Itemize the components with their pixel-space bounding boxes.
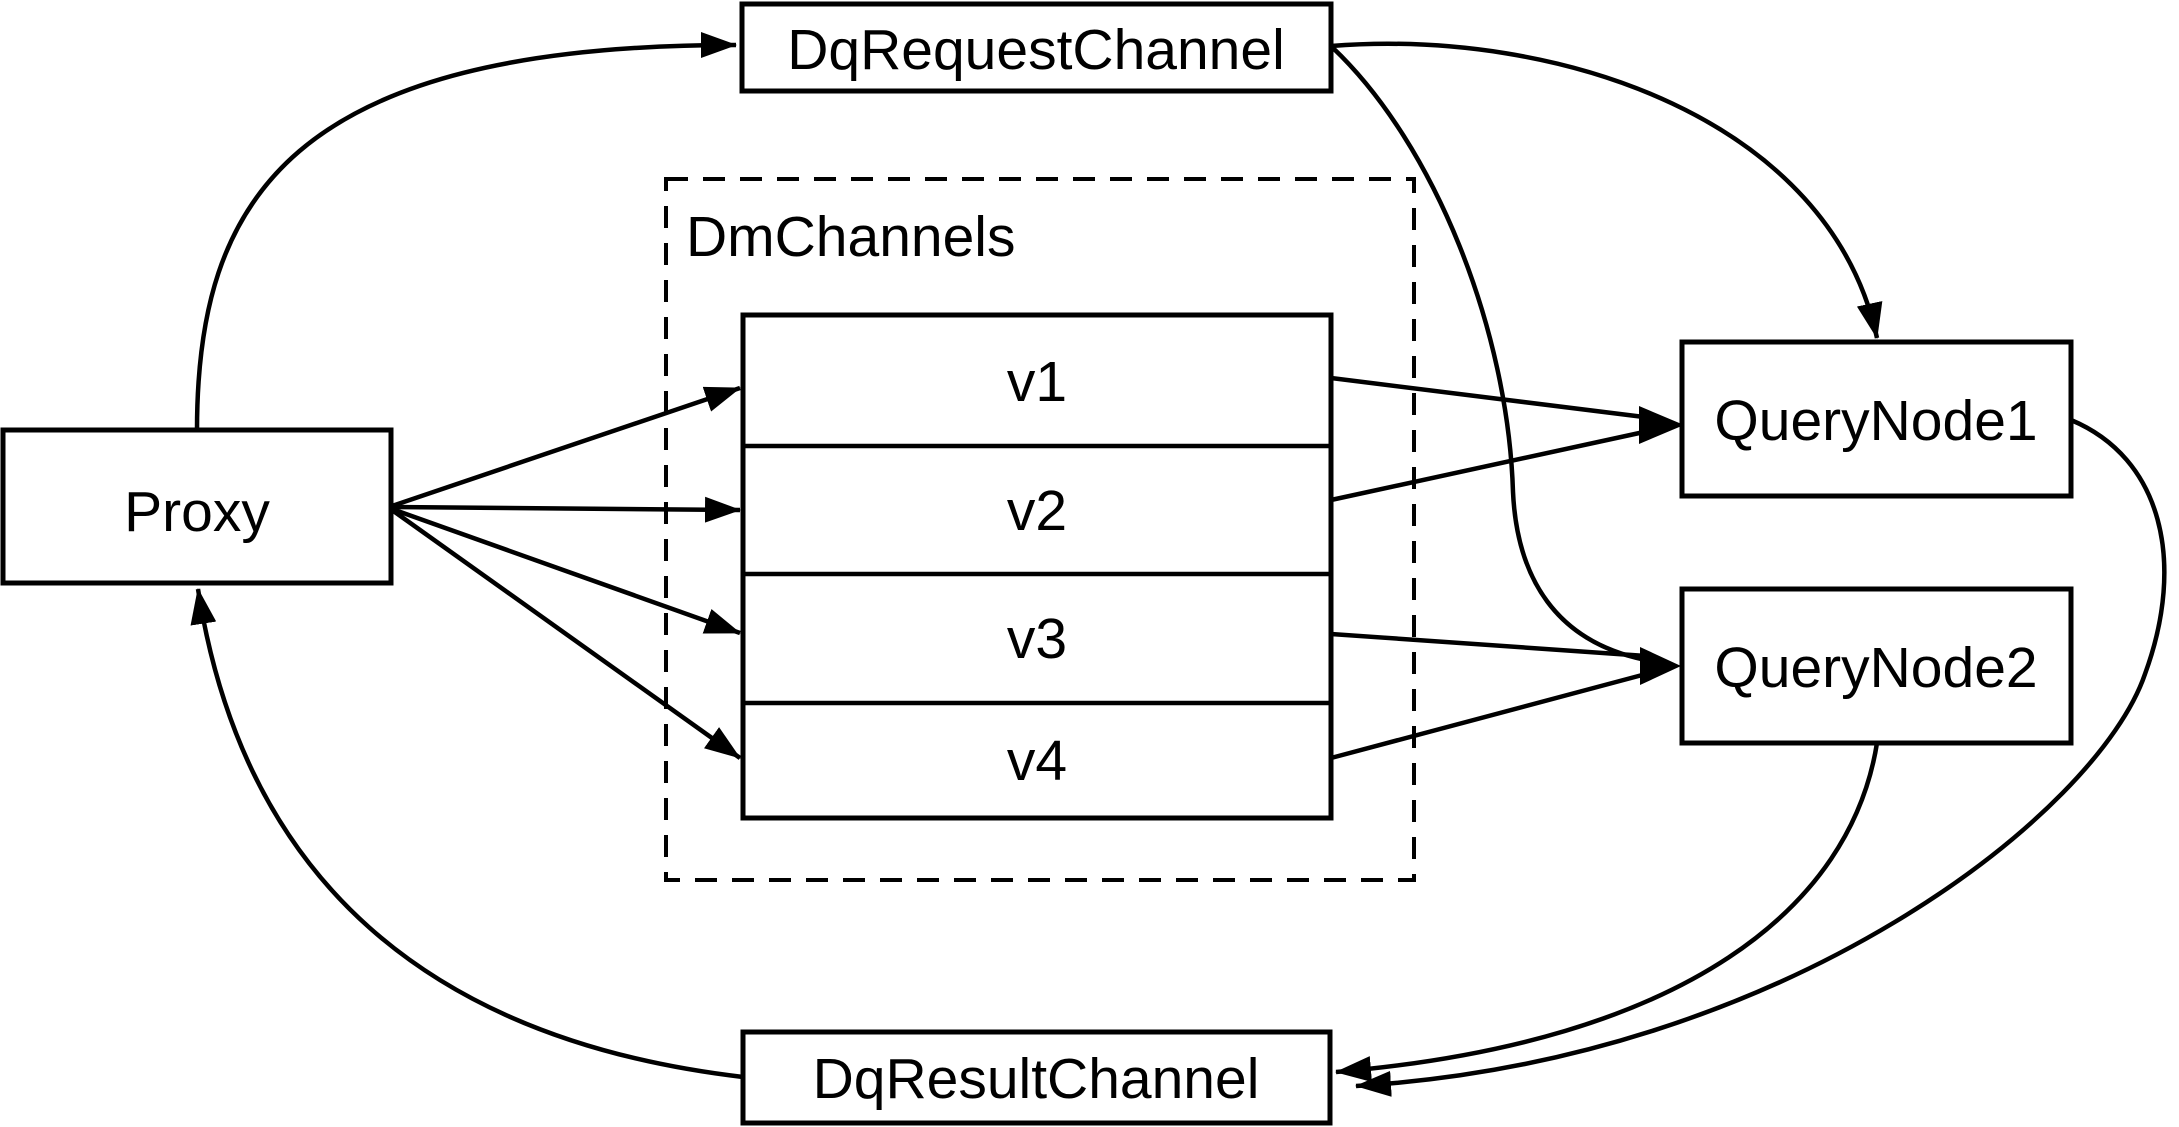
query-node1-box <box>1679 339 2074 499</box>
edge-querynode2-to-dqresultchannel <box>1335 742 1880 1082</box>
group-dm-channels: DmChannels <box>664 177 1416 882</box>
edge-proxy-to-v2 <box>391 496 741 523</box>
channel-v4-label: v4 <box>1007 729 1067 793</box>
node-proxy: Proxy <box>0 427 394 586</box>
channel-table-box <box>740 312 1334 821</box>
node-query-node2: QueryNode2 <box>1679 586 2074 746</box>
node-dq-result-channel: DqResultChannel <box>740 1029 1333 1126</box>
edge-proxy-to-v3 <box>391 506 741 636</box>
edge-querynode1-to-dqresultchannel <box>1355 417 2167 1097</box>
query-node2-label: QueryNode2 <box>1714 636 2037 700</box>
dq-result-channel-box <box>740 1029 1333 1126</box>
edge-dqrequestchannel-to-querynode1 <box>1330 41 1883 339</box>
node-channel-table: v1 v2 v3 v4 <box>740 312 1334 821</box>
dm-channels-label: DmChannels <box>686 205 1015 269</box>
node-query-node1: QueryNode1 <box>1679 339 2074 499</box>
query-node1-label: QueryNode1 <box>1714 389 2037 453</box>
edge-v3-to-querynode2 <box>1330 631 1647 659</box>
arrowhead-querynode1 <box>1639 406 1684 444</box>
arrowhead-querynode2 <box>1640 647 1681 685</box>
dq-request-channel-label: DqRequestChannel <box>787 18 1285 82</box>
dq-request-channel-box <box>739 1 1334 94</box>
edge-v1-to-querynode1 <box>1330 375 1645 420</box>
edge-proxy-to-v4 <box>390 508 742 760</box>
dm-channels-dashed-border <box>664 177 1416 882</box>
edges-layer <box>190 32 2167 1097</box>
edge-v2-to-querynode1 <box>1330 429 1645 503</box>
node-dq-request-channel: DqRequestChannel <box>739 1 1334 94</box>
channel-v2-label: v2 <box>1007 479 1067 543</box>
query-node2-box <box>1679 586 2074 746</box>
edge-proxy-to-v1 <box>391 385 741 509</box>
edge-v4-to-querynode2 <box>1330 671 1647 761</box>
edge-dqrequestchannel-to-querynode2 <box>1331 46 1647 663</box>
edge-dqresultchannel-to-proxy <box>190 588 744 1080</box>
proxy-box <box>0 427 394 586</box>
channel-v3-label: v3 <box>1007 607 1067 671</box>
edge-proxy-to-dqrequestchannel <box>194 32 737 431</box>
dq-result-channel-label: DqResultChannel <box>813 1047 1260 1111</box>
channel-v1-label: v1 <box>1007 350 1067 414</box>
proxy-label: Proxy <box>124 480 270 544</box>
